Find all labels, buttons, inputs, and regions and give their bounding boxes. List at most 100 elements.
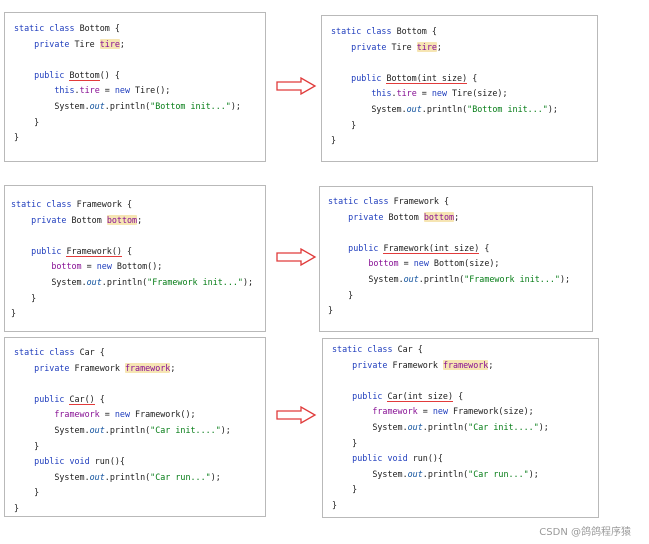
- code-line: bottom = new Bottom();: [11, 259, 253, 275]
- code-line: }: [332, 436, 549, 452]
- code-token: System.: [328, 273, 404, 284]
- code-token: Bottom: [69, 69, 100, 81]
- code-line: }: [11, 306, 253, 322]
- code-token: bottom: [328, 258, 399, 269]
- code-token: private: [331, 41, 392, 52]
- code-token: Bottom(size);: [433, 258, 500, 269]
- code-line: System.out.println("Car init....");: [332, 420, 549, 436]
- code-token: =: [398, 258, 414, 269]
- code-token: public void: [14, 456, 95, 467]
- code-token: =: [417, 406, 433, 417]
- code-token: }: [331, 135, 337, 146]
- code-token: public: [14, 69, 70, 80]
- code-line: }: [14, 130, 241, 146]
- code-panel-framework-before: static class Framework { private Bottom …: [4, 185, 266, 332]
- code-token: {: [94, 393, 105, 404]
- code-line: System.out.println("Framework init...");: [328, 272, 570, 288]
- code-token: public: [331, 72, 387, 83]
- code-token: run(){: [94, 456, 125, 467]
- code-panel-bottom-before: static class Bottom { private Tire tire;…: [4, 12, 266, 162]
- code-token: Framework(): [66, 245, 122, 257]
- code-token: .println(: [422, 421, 469, 432]
- code-token: private: [11, 214, 72, 225]
- code-token: static class: [331, 26, 397, 36]
- code-line: this.tire = new Tire(size);: [331, 86, 558, 102]
- code-token: framework: [332, 406, 418, 417]
- code-token: "Car init....": [150, 424, 221, 435]
- code-line: public Framework() {: [11, 244, 253, 260]
- code-token: .println(: [104, 424, 151, 435]
- code-token: }: [332, 499, 338, 510]
- code-token: Tire: [74, 38, 100, 49]
- code-line: framework = new Framework(size);: [332, 404, 549, 420]
- code-line: [11, 228, 253, 244]
- code-token: }: [328, 289, 354, 300]
- code-line: public Car(int size) {: [332, 389, 549, 405]
- code-token: public void: [332, 453, 413, 464]
- code-token: ;: [170, 362, 176, 373]
- code-token: tire: [416, 41, 437, 52]
- code-token: ;: [436, 41, 442, 52]
- code-block: static class Car { private Framework fra…: [332, 342, 549, 514]
- code-token: Framework();: [135, 409, 196, 420]
- code-token: "Car run...": [150, 471, 211, 482]
- code-line: [14, 52, 241, 68]
- code-token: );: [220, 424, 231, 435]
- code-token: .println(: [104, 471, 151, 482]
- code-line: [331, 55, 558, 71]
- code-token: "Bottom init...": [467, 103, 548, 114]
- code-line: bottom = new Bottom(size);: [328, 256, 570, 272]
- code-line: System.out.println("Bottom init...");: [14, 99, 241, 115]
- code-token: "Bottom init...": [150, 100, 231, 111]
- code-token: out: [407, 421, 423, 432]
- code-token: }: [14, 487, 40, 498]
- code-token: Bottom();: [116, 261, 163, 272]
- code-line: System.out.println("Car init....");: [14, 423, 231, 439]
- right-arrow-icon: [276, 77, 317, 95]
- code-line: private Framework framework;: [332, 358, 549, 374]
- code-token: System.: [14, 100, 90, 111]
- code-token: new: [432, 406, 454, 417]
- code-line: static class Car {: [332, 342, 549, 358]
- code-line: private Tire tire;: [331, 40, 558, 56]
- code-line: }: [332, 482, 549, 498]
- code-panel-bottom-after: static class Bottom { private Tire tire;…: [321, 15, 598, 162]
- code-token: this: [14, 85, 75, 96]
- code-line: }: [11, 291, 253, 307]
- code-line: }: [328, 288, 570, 304]
- code-token: {: [467, 72, 478, 83]
- code-token: new: [114, 85, 136, 96]
- code-line: [332, 373, 549, 389]
- code-token: bottom: [11, 261, 82, 272]
- code-line: [14, 376, 231, 392]
- code-line: private Bottom bottom;: [11, 213, 253, 229]
- code-token: System.: [331, 103, 407, 114]
- right-arrow-icon: [276, 406, 317, 424]
- code-token: );: [547, 103, 558, 114]
- code-line: static class Car {: [14, 345, 231, 361]
- code-block: static class Bottom { private Tire tire;…: [331, 24, 558, 149]
- code-token: .println(: [104, 100, 151, 111]
- code-token: static class: [14, 23, 80, 33]
- code-line: private Tire tire;: [14, 37, 241, 53]
- code-token: static class: [14, 347, 80, 357]
- code-token: Bottom {: [79, 23, 120, 33]
- code-token: this: [331, 88, 392, 99]
- code-token: out: [89, 424, 105, 435]
- code-line: public void run(){: [332, 451, 549, 467]
- code-line: System.out.println("Bottom init...");: [331, 102, 558, 118]
- code-line: System.out.println("Car run...");: [332, 467, 549, 483]
- code-panel-car-before: static class Car { private Framework fra…: [4, 337, 266, 517]
- code-line: static class Framework {: [328, 194, 570, 210]
- code-token: }: [14, 440, 40, 451]
- code-token: Bottom {: [396, 26, 437, 36]
- code-token: "Framework init...": [147, 276, 243, 287]
- code-token: Car {: [397, 344, 423, 354]
- code-token: .: [74, 85, 80, 96]
- code-token: .println(: [418, 273, 465, 284]
- code-token: );: [559, 273, 571, 284]
- code-token: run(){: [412, 453, 443, 464]
- code-token: static class: [11, 199, 77, 209]
- code-token: "Car init....": [468, 421, 539, 432]
- code-token: System.: [11, 276, 87, 287]
